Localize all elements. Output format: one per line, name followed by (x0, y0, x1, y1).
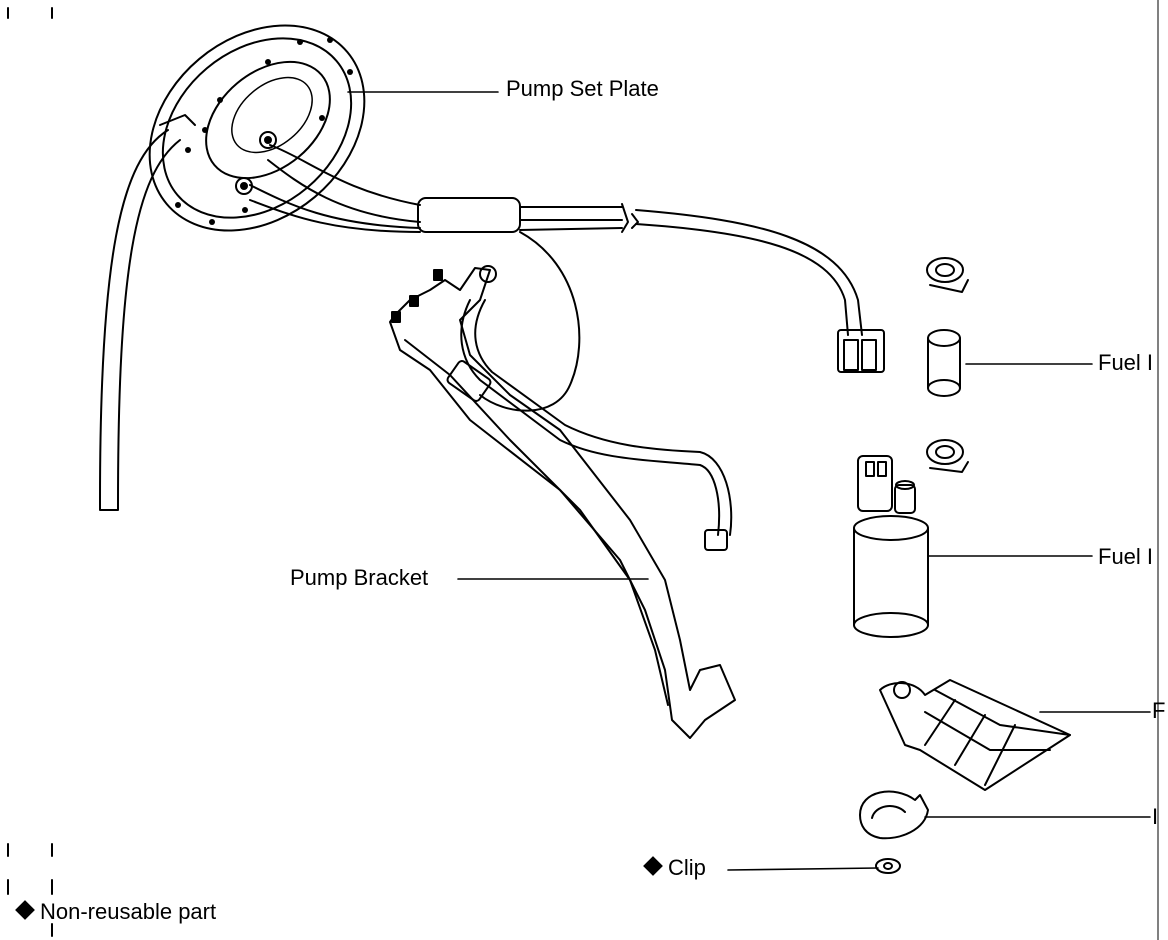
label-pump-set-plate: Pump Set Plate (506, 76, 659, 101)
label-cushion: I (1152, 804, 1159, 829)
legend-non-reusable: Non-reusable part (15, 899, 217, 924)
hose-clamp-lower (926, 439, 969, 473)
clip-part (875, 858, 901, 874)
leader-lines (347, 91, 1151, 871)
label-filter: F (1152, 698, 1166, 723)
return-tube (99, 114, 196, 511)
pump-set-plate (148, 24, 366, 232)
legend-text: Non-reusable part (40, 899, 217, 924)
hose-clamp-upper (926, 257, 969, 293)
label-fuel-hose: Fuel I (1098, 350, 1154, 375)
label-fuel-pump: Fuel I (1098, 544, 1154, 569)
cushion-rubber (859, 790, 929, 840)
pump-bracket (389, 265, 736, 739)
label-clip: Clip (643, 855, 706, 880)
non-reusable-diamond-icon (643, 856, 663, 876)
fuel-filter (879, 679, 1071, 791)
wire-harness (249, 144, 885, 412)
fuel-hose (927, 329, 961, 397)
fuel-pump (853, 455, 929, 638)
crop-marks (7, 0, 1159, 940)
legend-diamond-icon (15, 900, 35, 920)
label-pump-bracket: Pump Bracket (290, 565, 429, 590)
clip-text: Clip (668, 855, 706, 880)
